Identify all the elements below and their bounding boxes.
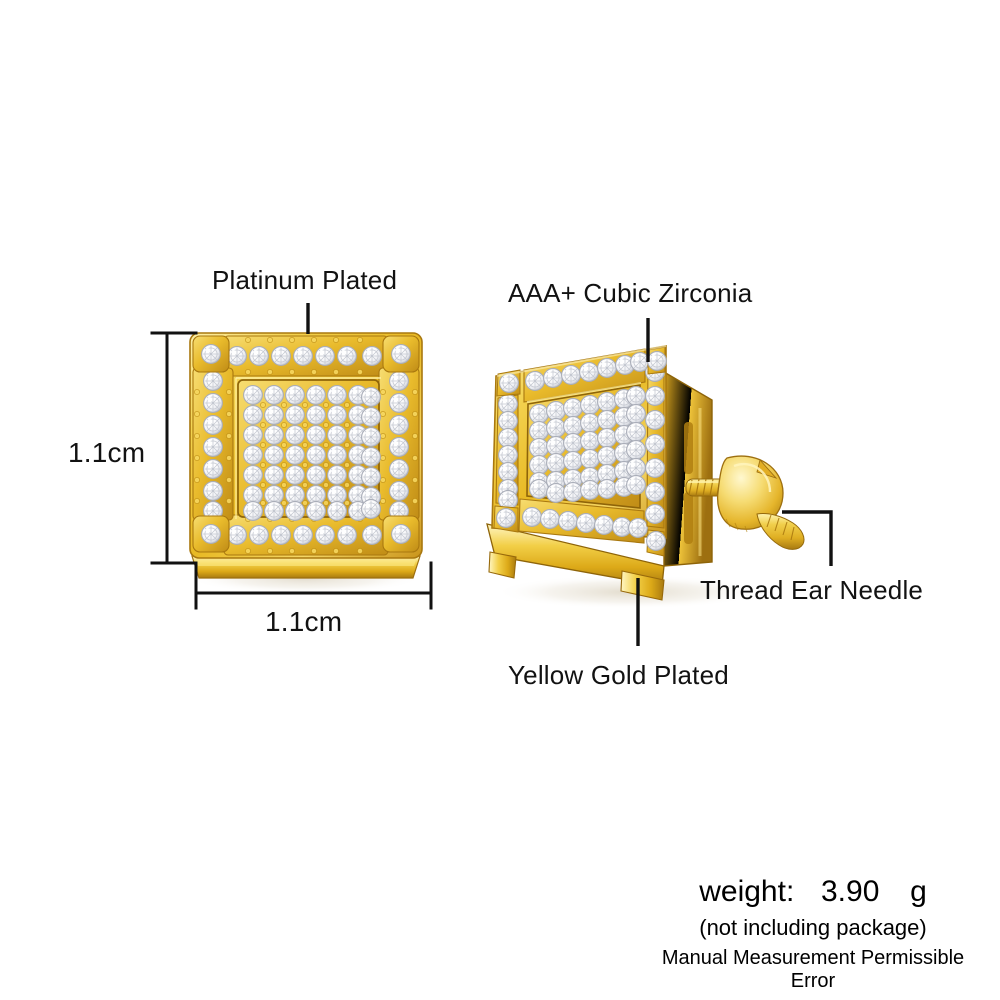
- callout-leaders: [306, 303, 833, 646]
- side-slot-lower: [684, 492, 693, 544]
- angled-border-right: [645, 355, 665, 529]
- dimension-width: [194, 561, 433, 610]
- weight-prefix: weight:: [699, 875, 795, 908]
- dimension-label-width: 1.1cm: [265, 606, 343, 637]
- inner-pave-panel: [237, 379, 381, 521]
- angled-border-left: [495, 394, 519, 510]
- angled-border-bottom: [518, 498, 648, 544]
- weight-value: 3.90: [820, 875, 880, 908]
- corner-stone-bottom-right: [382, 515, 420, 553]
- weight-line: weight: 3.90 g: [648, 875, 978, 909]
- angled-inner-pave-panel: [526, 384, 646, 509]
- dimension-label-height: 1.1cm: [68, 437, 146, 468]
- corner-stone-top-left: [192, 335, 230, 373]
- dimension-height: [150, 331, 198, 565]
- earring-front-bottom-edge-highlight: [196, 560, 416, 566]
- corner-stone-top-right: [382, 335, 420, 373]
- callout-label-yellow-gold-plated: Yellow Gold Plated: [508, 660, 729, 690]
- angled-corner-top-left: [496, 369, 521, 397]
- dimension-annotations: [150, 331, 433, 610]
- earring-angled-view: [486, 345, 805, 601]
- leader-thread-ear-needle: [782, 510, 833, 566]
- border-row-top: [223, 335, 389, 377]
- earring-front-view: [189, 332, 423, 579]
- angled-corner-bottom-right: [646, 529, 666, 557]
- screw-thread-stub: [756, 513, 805, 550]
- border-col-right: [378, 367, 420, 521]
- angled-corner-bottom-left: [493, 505, 519, 533]
- weight-block: weight: 3.90 g (not including package) M…: [648, 875, 978, 993]
- border-row-bottom: [223, 514, 389, 556]
- side-slot-upper: [684, 422, 693, 474]
- earring-angled-bottom-tab-left: [488, 551, 517, 579]
- weight-note-error: Manual Measurement Permissible Error: [661, 947, 965, 992]
- callout-label-platinum-plated: Platinum Plated: [212, 265, 398, 295]
- callout-label-aaa-cubic-zirconia: AAA+ Cubic Zirconia: [508, 278, 753, 308]
- weight-unit: g: [910, 875, 927, 908]
- corner-stone-bottom-left: [192, 515, 230, 553]
- screw-back-nut: [716, 455, 784, 533]
- border-col-left: [192, 367, 234, 521]
- callout-label-thread-ear-needle: Thread Ear Needle: [700, 575, 924, 605]
- earring-angled-bottom-tab-right: [620, 570, 665, 601]
- earring-front-bottom-edge: [191, 555, 421, 579]
- angled-corner-top-right: [647, 346, 667, 375]
- weight-note-package: (not including package): [699, 915, 927, 940]
